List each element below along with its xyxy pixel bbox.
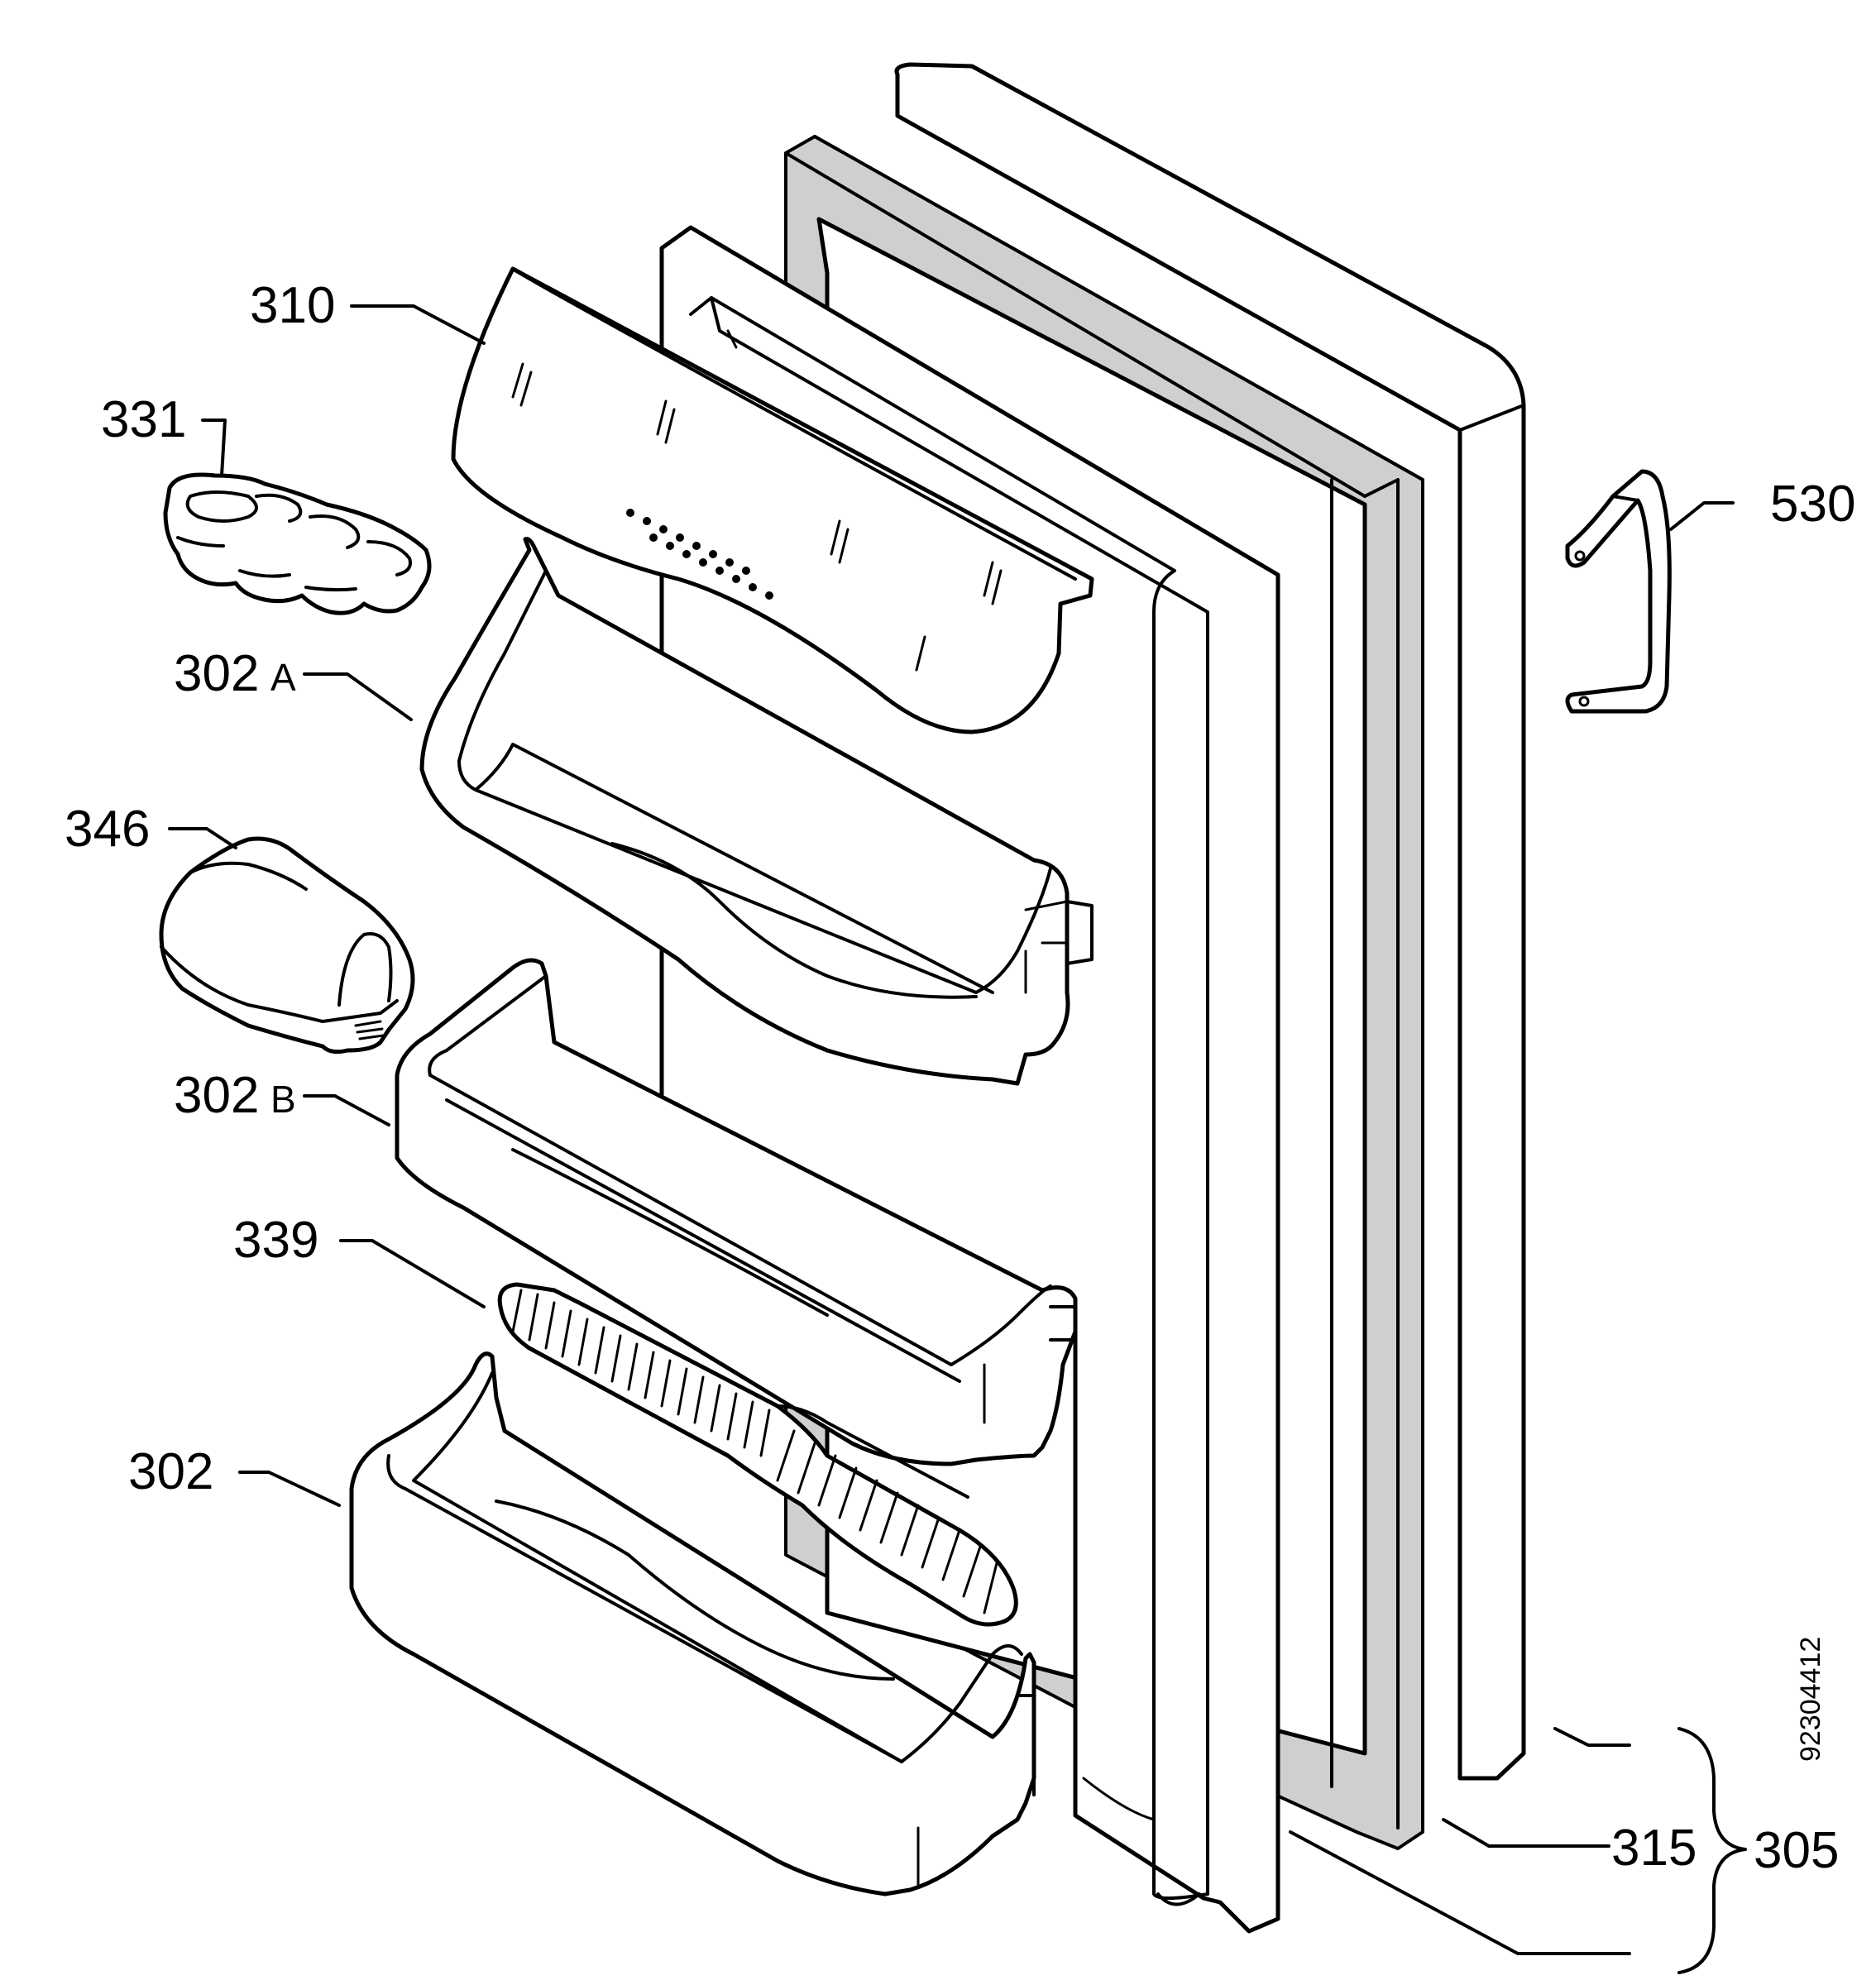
document-id: 92304412	[1795, 1637, 1826, 1762]
label-302b-suffix: B	[270, 1078, 296, 1121]
label-302b-number: 302	[174, 1067, 259, 1124]
part-302a-upper-door-shelf	[419, 537, 1094, 1086]
label-310: 310	[250, 277, 335, 334]
leader-302	[238, 1471, 341, 1507]
leader-305-top	[1553, 1727, 1631, 1747]
leader-339	[339, 1239, 486, 1308]
leader-530	[1669, 501, 1735, 531]
label-339: 339	[233, 1212, 318, 1269]
leader-315	[1442, 1818, 1610, 1848]
leader-346	[168, 827, 237, 849]
part-346-butter-dish	[159, 836, 415, 1055]
label-530: 530	[1770, 476, 1855, 533]
label-305: 305	[1754, 1822, 1839, 1879]
part-labels: 310 331 302 A 346 302 B 339 302 530 315 …	[65, 277, 1855, 1879]
label-302: 302	[128, 1443, 213, 1500]
leader-305-bottom	[1289, 1830, 1631, 1955]
part-302b-middle-door-shelf	[395, 958, 1078, 1466]
label-302a-suffix: A	[270, 656, 296, 699]
label-302a-number: 302	[174, 645, 259, 702]
label-346: 346	[65, 801, 150, 858]
part-339-bottle-retainer	[497, 1282, 1018, 1627]
vent-holes	[626, 509, 773, 600]
label-315: 315	[1611, 1820, 1697, 1877]
brace-305	[1677, 1727, 1747, 1974]
part-310-dairy-lid	[451, 266, 1094, 734]
label-331: 331	[101, 391, 186, 448]
part-302-bottom-door-shelf	[349, 1351, 1036, 1897]
leader-302a	[303, 672, 413, 721]
leader-lines	[168, 304, 1747, 1974]
leader-302b	[303, 1094, 390, 1126]
part-331-egg-tray	[163, 472, 432, 615]
part-530-door-handle	[1565, 469, 1672, 714]
door-outer-panel	[894, 62, 1526, 1781]
leader-310	[350, 304, 486, 345]
leader-331	[201, 419, 227, 477]
